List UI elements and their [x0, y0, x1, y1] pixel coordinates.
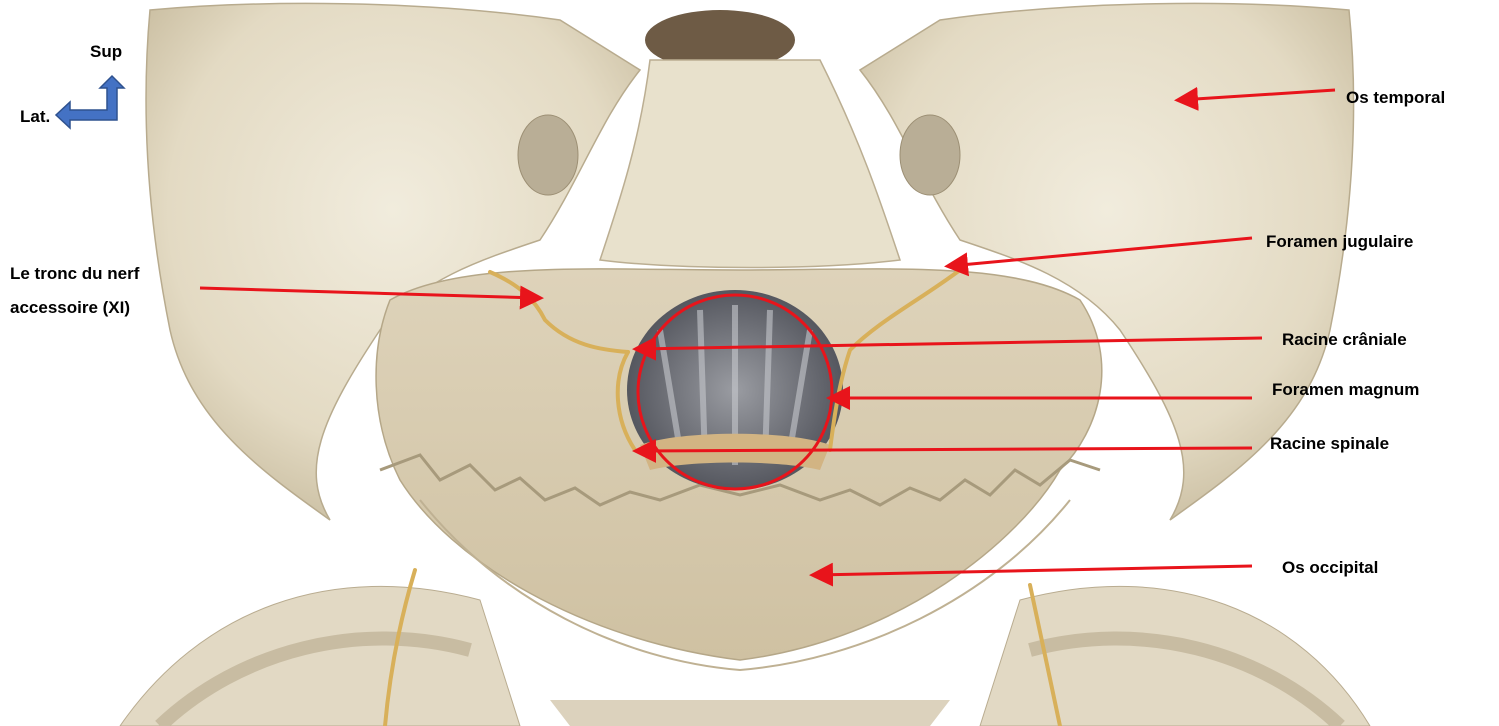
- basilar-region: [600, 10, 900, 268]
- label-racine-craniale: Racine crâniale: [1282, 328, 1407, 352]
- label-foramen-jugulaire: Foramen jugulaire: [1266, 230, 1413, 254]
- sup-label: Sup: [90, 40, 122, 64]
- label-os-temporal: Os temporal: [1346, 86, 1445, 110]
- label-tronc-nerf-line2: accessoire (XI): [10, 296, 130, 320]
- label-racine-spinale: Racine spinale: [1270, 432, 1389, 456]
- corner-arrow-up-left-icon: [56, 76, 124, 128]
- lat-label: Lat.: [20, 105, 50, 129]
- label-tronc-nerf-line1: Le tronc du nerf: [10, 262, 139, 286]
- label-os-occipital: Os occipital: [1282, 556, 1378, 580]
- foramen-magnum-opening: [627, 290, 843, 490]
- label-foramen-magnum: Foramen magnum: [1272, 378, 1419, 402]
